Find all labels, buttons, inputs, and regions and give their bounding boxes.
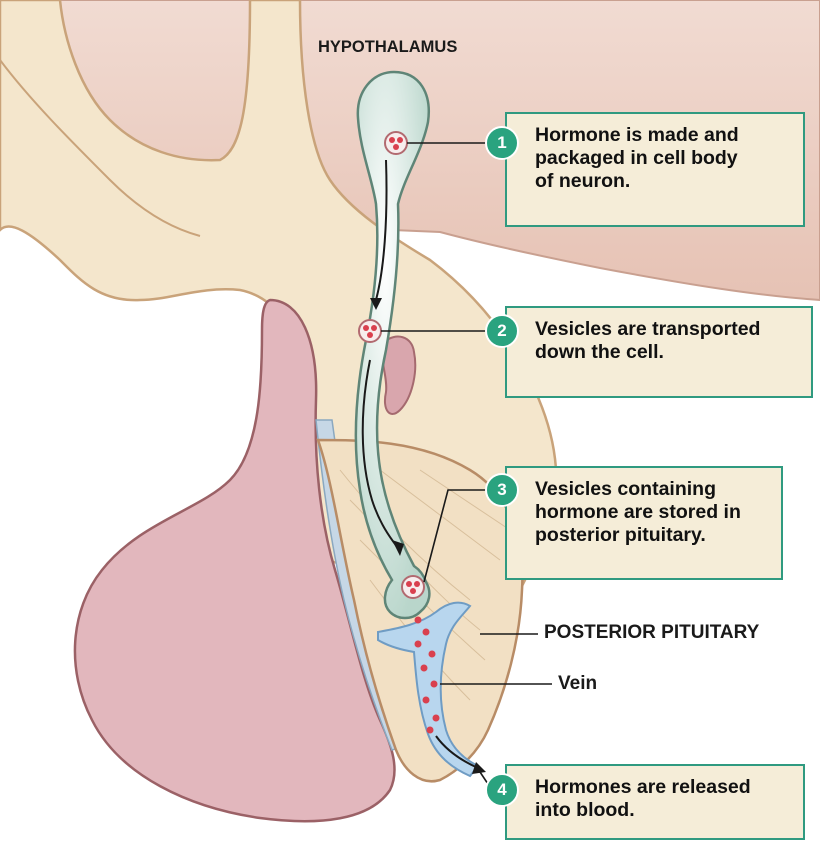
posterior-pituitary-label: POSTERIOR PITUITARY bbox=[544, 622, 759, 644]
step-3-box: Vesicles containing hormone are stored i… bbox=[505, 466, 783, 580]
vesicle-cluster-terminal bbox=[402, 576, 424, 598]
hypothalamus-label: HYPOTHALAMUS bbox=[318, 38, 457, 57]
step-4-badge: 4 bbox=[485, 773, 519, 807]
step-1-box: Hormone is made and packaged in cell bod… bbox=[505, 112, 805, 227]
step-2-box: Vesicles are transported down the cell. bbox=[505, 306, 813, 398]
step-3-badge: 3 bbox=[485, 473, 519, 507]
vesicle-cluster-axon bbox=[359, 320, 381, 342]
vein-label: Vein bbox=[558, 673, 597, 695]
vesicle-cluster-soma bbox=[385, 132, 407, 154]
step-4-box: Hormones are released into blood. bbox=[505, 764, 805, 840]
step-2-badge: 2 bbox=[485, 314, 519, 348]
step-1-badge: 1 bbox=[485, 126, 519, 160]
